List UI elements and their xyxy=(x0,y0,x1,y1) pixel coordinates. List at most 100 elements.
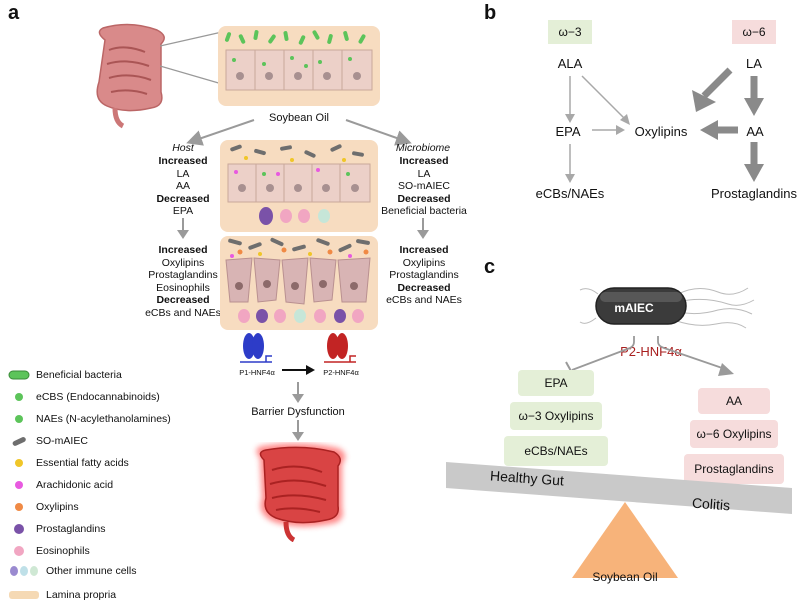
right-item-prostaglandins: Prostaglandins xyxy=(684,454,784,484)
text-line: SO-mAIEC xyxy=(398,180,450,192)
text-line: Decreased xyxy=(156,192,210,205)
la-node: LA xyxy=(746,56,762,71)
legend-label: Beneficial bacteria xyxy=(36,369,122,381)
left-item-omega3-oxylipins: ω−3 Oxylipins xyxy=(510,402,602,430)
barrier-dysfunction-label: Barrier Dysfunction xyxy=(251,406,345,418)
text-line: AA xyxy=(175,180,190,192)
tissue-healthy xyxy=(218,26,380,106)
legend-item: Lamina propria xyxy=(8,586,116,604)
legend-label: Other immune cells xyxy=(46,565,137,577)
text-line: Prostaglandins xyxy=(389,269,459,281)
balance-beam xyxy=(446,462,792,514)
aa-node: AA xyxy=(746,124,764,139)
microbiome-down-arrow xyxy=(417,218,429,239)
legend-rod-gray-icon xyxy=(8,436,30,446)
legend-dot-pink-icon xyxy=(8,545,30,557)
legend-label: SO-mAIEC xyxy=(36,435,88,447)
p2-hnf4a-label: P2-HNF4α xyxy=(323,368,359,377)
legend-label: Lamina propria xyxy=(46,589,117,601)
legend-item: Other immune cells xyxy=(8,562,136,580)
tissue-soybean xyxy=(220,140,378,232)
mAIEC-bacterium-icon xyxy=(579,287,755,329)
oxylipins-node: Oxylipins xyxy=(634,124,688,139)
colitis-label: Colitis xyxy=(691,494,731,514)
inflamed-intestine-icon xyxy=(256,443,346,542)
barrier-down-arrow-1 xyxy=(292,382,304,403)
legend-item: NAEs (N-acylethanolamines) xyxy=(8,410,171,428)
soybean-oil-label-a: Soybean Oil xyxy=(269,112,329,124)
barrier-down-arrow-2 xyxy=(292,420,304,441)
intestine-icon xyxy=(96,23,165,129)
ala-node: ALA xyxy=(557,56,583,71)
text-line: Eosinophils xyxy=(156,281,210,294)
text-line: Increased xyxy=(399,155,449,167)
fulcrum-triangle xyxy=(572,502,678,578)
tissue-inflamed xyxy=(220,236,378,330)
legend-dot-magenta-icon xyxy=(8,480,30,490)
legend-dot-yellow-icon xyxy=(8,458,30,468)
right-item-omega6-oxylipins: ω−6 Oxylipins xyxy=(690,420,778,448)
prostaglandins-node: Prostaglandins xyxy=(711,186,797,201)
legend-item: eCBS (Endocannabinoids) xyxy=(8,388,160,406)
legend-label: Prostaglandins xyxy=(36,523,106,535)
text-line: LA xyxy=(176,167,190,180)
legend-item: Eosinophils xyxy=(8,542,90,560)
legend-label: Eosinophils xyxy=(36,545,90,557)
legend-item: Arachidonic acid xyxy=(8,476,113,494)
legend-cells-icon xyxy=(8,565,40,577)
text-line: EPA xyxy=(172,205,194,217)
legend-label: Oxylipins xyxy=(36,501,79,513)
omega3-box: ω−3 xyxy=(548,20,592,44)
epa-node: EPA xyxy=(555,124,581,139)
legend-rod-green-icon xyxy=(8,370,30,380)
legend-label: eCBS (Endocannabinoids) xyxy=(36,391,160,403)
legend-item: SO-mAIEC xyxy=(8,432,88,450)
text-line: eCBs and NAEs xyxy=(386,294,462,306)
p1-to-p2-arrow xyxy=(282,365,315,375)
panel-c-letter: c xyxy=(484,256,496,278)
legend-label: Essential fatty acids xyxy=(36,457,129,469)
host-down-arrow xyxy=(177,218,189,239)
panel-b-letter: b xyxy=(484,2,497,24)
diverging-arrows xyxy=(186,119,412,146)
legend-item: Essential fatty acids xyxy=(8,454,129,472)
text-line: Beneficial bacteria xyxy=(381,205,467,217)
text-line: Increased xyxy=(158,244,208,256)
ecbs-nodes-node: eCBs/NAEs xyxy=(535,186,605,201)
host-heading: Host xyxy=(172,142,194,154)
text-line: eCBs and NAEs xyxy=(145,306,221,319)
text-line: Oxylipins xyxy=(161,256,205,269)
legend-item: Oxylipins xyxy=(8,498,79,516)
p1-hnf4a-icon xyxy=(240,333,272,363)
omega6-box: ω−6 xyxy=(732,20,776,44)
left-item-ecbs-naes: eCBs/NAEs xyxy=(504,436,608,466)
legend-bar-tan-icon xyxy=(8,590,40,600)
p2-hnf4a-regulator: P2-HNF4α xyxy=(620,344,682,359)
legend-item: Beneficial bacteria xyxy=(8,366,122,384)
right-item-aa: AA xyxy=(698,388,770,414)
text-line: Decreased xyxy=(397,281,451,294)
legend-dot-purple-icon xyxy=(8,523,30,535)
microbiome-heading: Microbiome xyxy=(395,142,451,154)
legend-label: NAEs (N-acylethanolamines) xyxy=(36,413,171,425)
panel-a-letter: a xyxy=(8,2,20,24)
legend-label: Arachidonic acid xyxy=(36,479,114,491)
text-line: Increased xyxy=(158,155,208,167)
fulcrum-label: Soybean Oil xyxy=(592,570,658,584)
left-item-epa: EPA xyxy=(518,370,594,396)
text-line: Decreased xyxy=(156,294,210,306)
text-line: Increased xyxy=(399,244,449,256)
legend-dot-green-icon xyxy=(8,414,30,424)
p2-hnf4a-icon xyxy=(324,333,356,363)
mAIEC-label: mAIEC xyxy=(614,301,654,315)
text-line: LA xyxy=(417,167,431,180)
legend-item: Prostaglandins xyxy=(8,520,105,538)
text-line: Oxylipins xyxy=(402,256,446,269)
legend-dot-orange-icon xyxy=(8,502,30,512)
pathway-arrows xyxy=(565,67,764,183)
zoom-lines xyxy=(160,31,223,85)
text-line: Decreased xyxy=(397,192,451,205)
